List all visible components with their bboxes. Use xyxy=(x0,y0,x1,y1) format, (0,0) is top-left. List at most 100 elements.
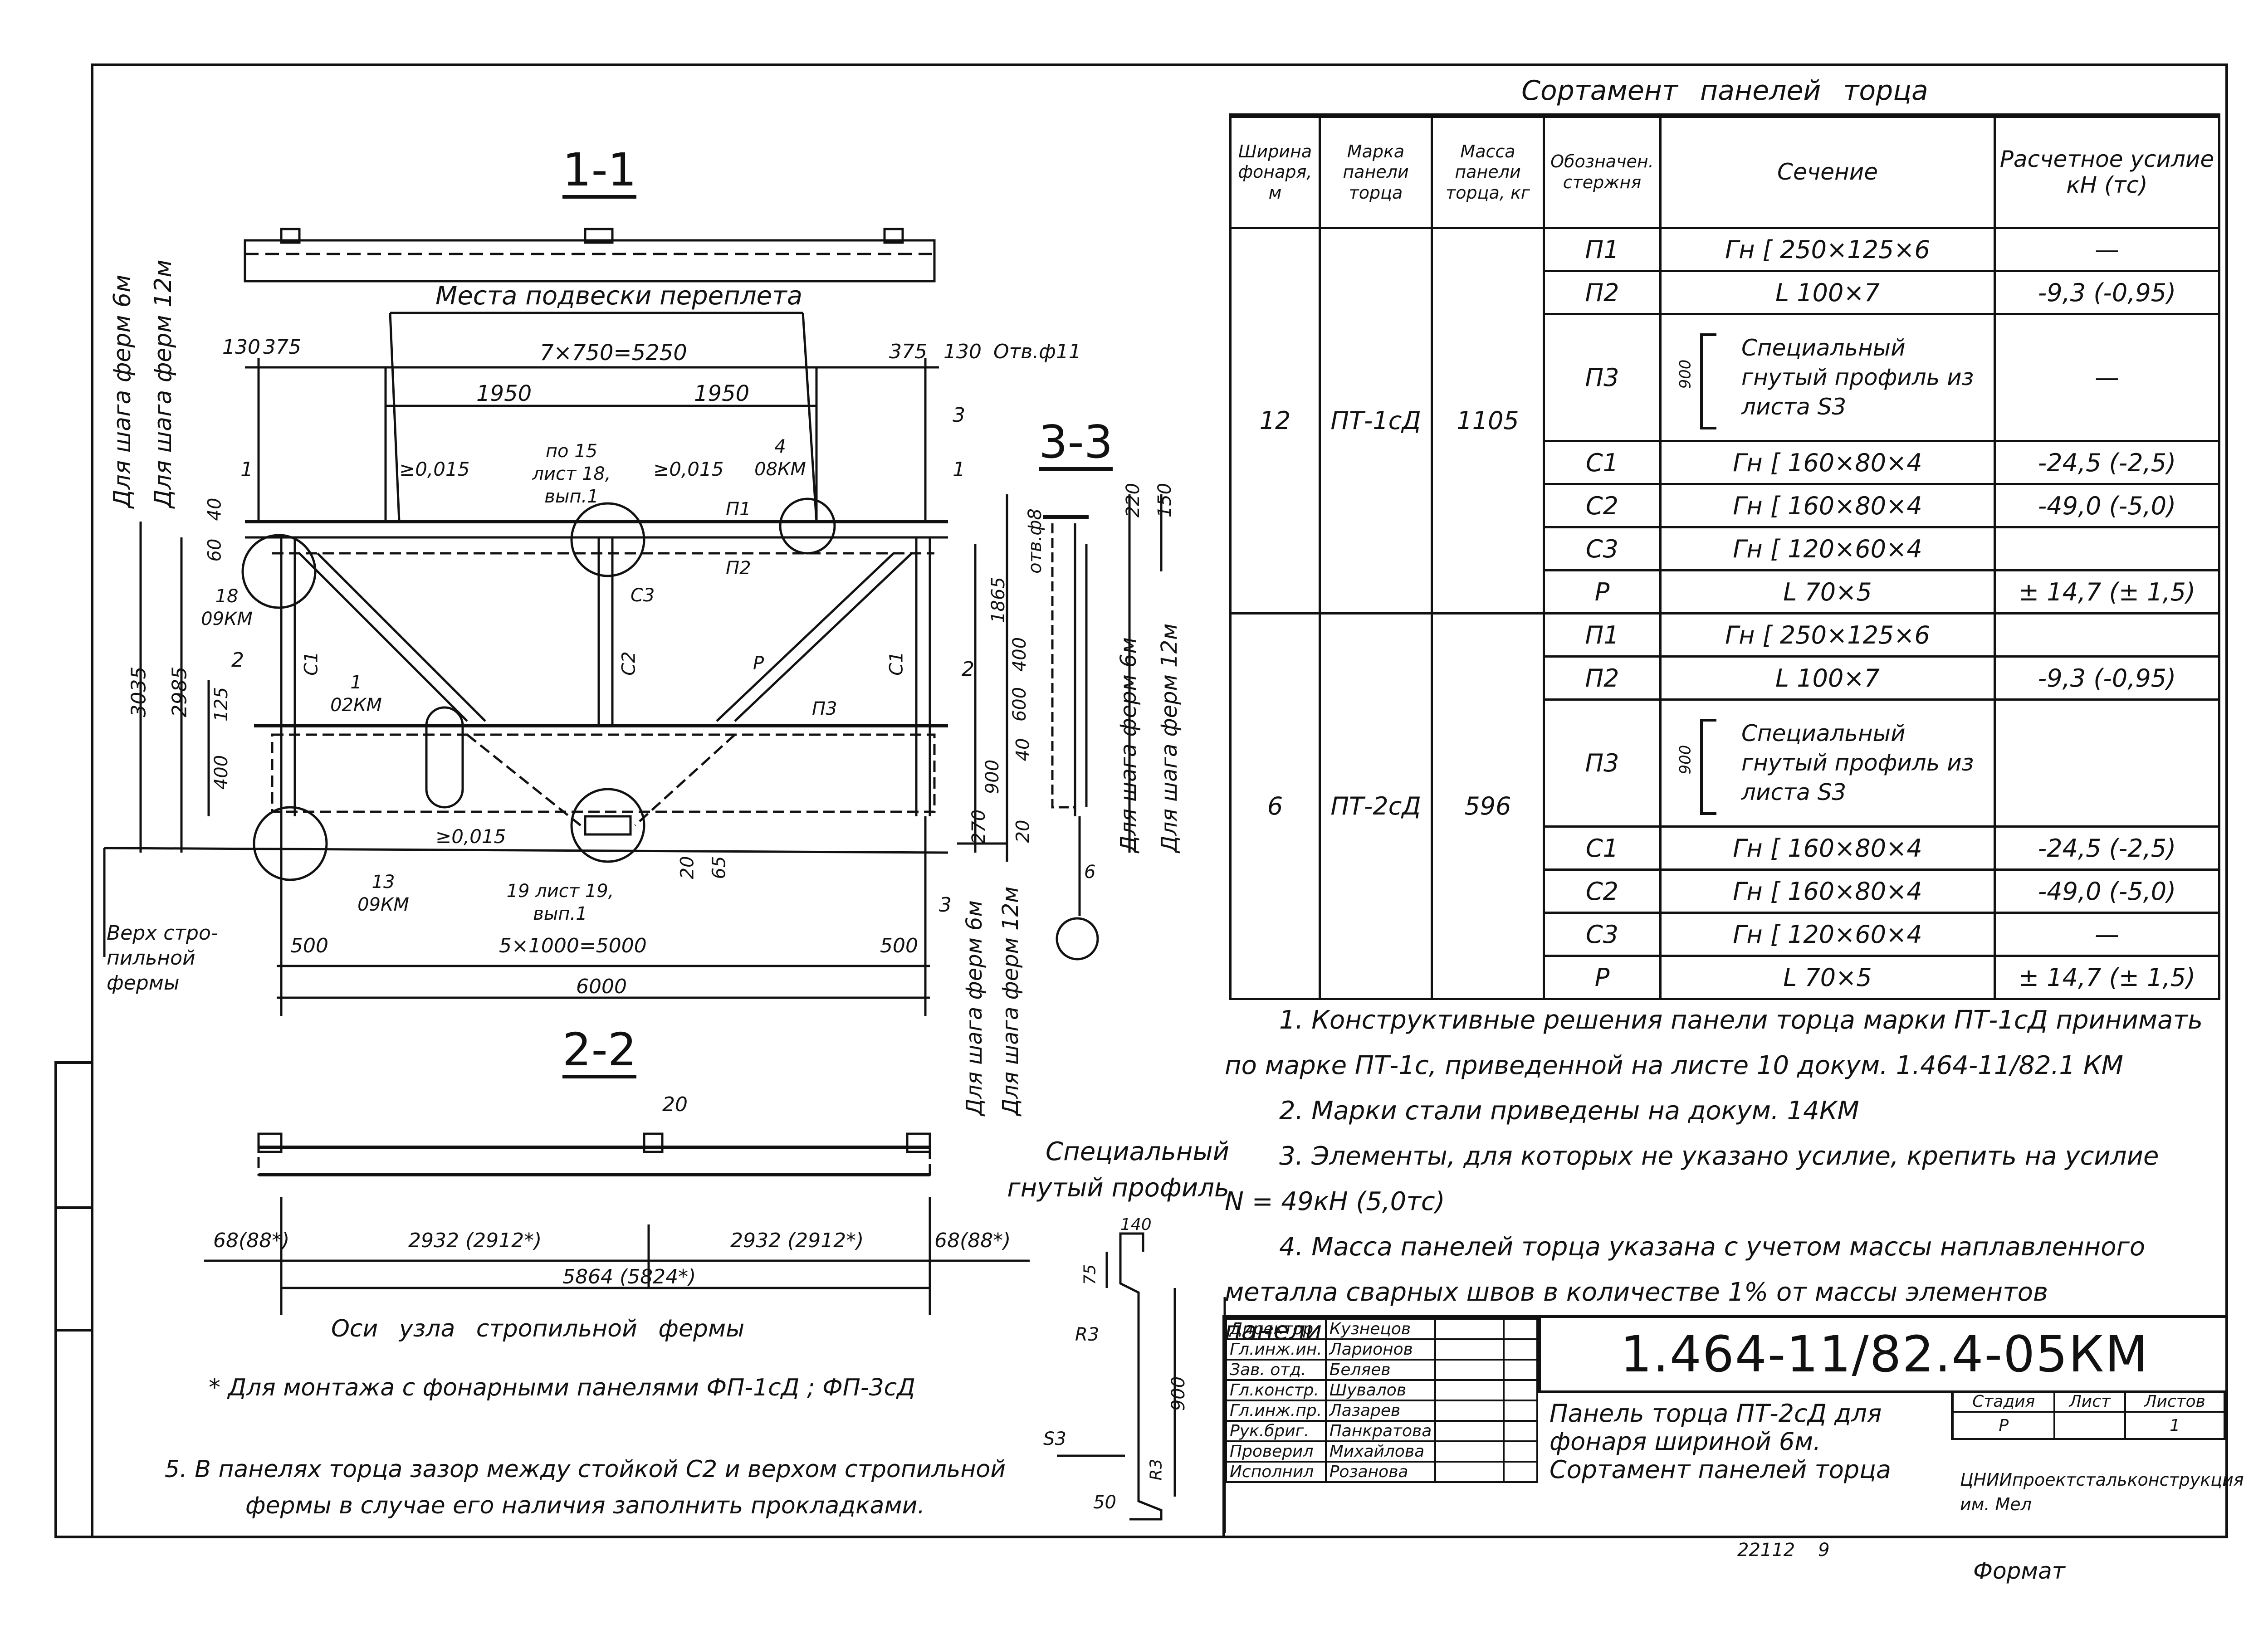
cell-mark: ПТ-1сД xyxy=(1319,227,1433,615)
stamp-role: Исполнил xyxy=(1225,1461,1327,1483)
dim-900: 900 xyxy=(982,759,1003,795)
dim-5864: 5864 (5824*) xyxy=(562,1265,696,1288)
stamp-signature xyxy=(1434,1461,1505,1483)
dim-40-right: 40 xyxy=(1012,738,1034,761)
dim-1950-left: 1950 xyxy=(476,381,532,406)
suspension-points-label: Места подвески переплета xyxy=(435,281,803,311)
stamp-role: Проверил xyxy=(1225,1440,1327,1463)
slope-3: ≥0,015 xyxy=(435,825,506,848)
header-mark: Марка панели торца xyxy=(1319,116,1433,229)
dim-20-b: 20 xyxy=(1012,819,1034,843)
mark-C1-right: С1 xyxy=(886,651,907,676)
mark-C3: С3 xyxy=(631,585,655,606)
dim-60: 60 xyxy=(204,538,225,562)
note-5: 5. В панелях торца зазор между стойкой С… xyxy=(164,1456,1006,1519)
dim-2985: 2985 xyxy=(168,666,191,717)
cut-mark-1-b: 1 xyxy=(953,458,965,481)
cell-section: Гн [ 160×80×4 xyxy=(1659,868,1996,914)
profile-dim-140: 140 xyxy=(1120,1215,1152,1234)
profile-dim-R3-top: R3 xyxy=(1075,1324,1100,1345)
note-line: по марке ПТ-1с, приведенной на листе 10 … xyxy=(1225,1051,2123,1080)
stamp-name: Лазарев xyxy=(1325,1400,1437,1422)
header-mass: Масса панели торца, кг xyxy=(1431,116,1545,229)
cell-id: П1 xyxy=(1543,227,1662,272)
cell-force xyxy=(1994,526,2220,571)
cell-id: Р xyxy=(1543,569,1662,615)
dim-20-2-2: 20 xyxy=(662,1093,688,1116)
dim-2932-left: 2932 (2912*) xyxy=(408,1229,542,1252)
section-title-1-1: 1-1 xyxy=(562,145,637,199)
header-section: Сечение xyxy=(1659,116,1996,229)
profile-dim-50: 50 xyxy=(1093,1492,1116,1513)
cut-mark-2-b: 2 xyxy=(962,658,974,681)
cell-force xyxy=(1994,612,2220,658)
cell-force: -9,3 (-0,95) xyxy=(1994,270,2220,315)
stamp-signature xyxy=(1434,1359,1505,1381)
table-row: С3 Гн [ 120×60×4 — xyxy=(1231,912,2220,957)
dim-7x750: 7×750=5250 xyxy=(540,340,687,366)
dim-40: 40 xyxy=(204,498,225,521)
table-row: 6 ПТ-2сД 596 П1 Гн [ 250×125×6 xyxy=(1229,612,2220,1000)
dim-1865: 1865 xyxy=(987,577,1009,623)
note-line: металла сварных швов в количестве 1% от … xyxy=(1225,1278,2048,1307)
truss-6-label-lower: Для шага ферм 6м xyxy=(962,900,987,1116)
note-line: 3. Элементы, для которых не указано усил… xyxy=(1279,1141,2159,1171)
dim-1950-right: 1950 xyxy=(694,381,750,406)
section-mark-6: 6 xyxy=(1084,862,1096,883)
table-row: П2 L 100×7 -9,3 (-0,95) xyxy=(1231,270,2220,315)
slope-2: ≥0,015 xyxy=(653,458,724,480)
slope-1: ≥0,015 xyxy=(399,458,470,480)
dim-6000: 6000 xyxy=(576,975,627,998)
stamp-signature xyxy=(1434,1318,1505,1340)
cell-section: L 70×5 xyxy=(1659,569,1996,615)
cell-id: С2 xyxy=(1543,483,1662,528)
dim-270: 270 xyxy=(968,809,990,844)
table-row: Р L 70×5 ± 14,7 (± 1,5) xyxy=(1231,569,2220,615)
stamp-row: Рук.бриг.Панкратова xyxy=(1225,1420,1538,1442)
truss-6-label-3-3: Для шага ферм 6м xyxy=(1116,637,1141,853)
cell-id: Р xyxy=(1543,955,1662,1000)
sortament-table: Ширина фонаря, м Марка панели торца Масс… xyxy=(1229,116,2220,1000)
mark-P1: П1 xyxy=(726,499,751,520)
stamp-stage-table: Стадия Лист Листов Р 1 xyxy=(1951,1390,2225,1440)
dim-65: 65 xyxy=(709,856,730,879)
cell-section: Гн [ 160×80×4 xyxy=(1659,483,1996,528)
table-row: П3 900 Специальный гнутый профиль из лис… xyxy=(1231,698,2220,828)
callout-19: 19 лист 19, вып.1 xyxy=(506,881,614,924)
stamp-role: Гл.инж.ин. xyxy=(1225,1338,1327,1361)
cell-mass: 596 xyxy=(1431,612,1545,1000)
note-line: 4. Масса панелей торца указана с учетом … xyxy=(1279,1232,2146,1262)
cell-section: Гн [ 120×60×4 xyxy=(1659,912,1996,957)
profile-dim-R3-bottom: R3 xyxy=(1147,1458,1166,1481)
cell-mark: ПТ-2сД xyxy=(1319,612,1433,1000)
stamp-name: Шувалов xyxy=(1325,1379,1437,1401)
cell-id: П1 xyxy=(1543,612,1662,658)
mark-C1-left: С1 xyxy=(301,651,322,676)
dim-500-left: 500 xyxy=(290,934,328,957)
cell-section: L 100×7 xyxy=(1659,655,1996,701)
stamp-role: Гл.констр. xyxy=(1225,1379,1327,1401)
profile-dim-label: 900 xyxy=(1676,745,1695,775)
sortament-title: Сортамент панелей торца xyxy=(1229,68,2220,116)
dim-5x1000: 5×1000=5000 xyxy=(499,934,647,957)
note-line: 1. Конструктивные решения панели торца м… xyxy=(1279,1005,2203,1035)
dim-375-left: 375 xyxy=(263,336,301,359)
sheets-label: Листов xyxy=(2124,1390,2225,1413)
mark-P3: П3 xyxy=(812,698,837,719)
cell-section-text: Специальный гнутый профиль из листа S3 xyxy=(1741,335,1974,420)
stamp-name: Панкратова xyxy=(1325,1420,1437,1442)
cell-id: С1 xyxy=(1543,825,1662,871)
profile-dim-label: 900 xyxy=(1676,359,1695,389)
dim-hole-8: отв.ф8 xyxy=(1024,508,1046,574)
callout-1: 1 02КМ xyxy=(330,672,382,716)
dim-20-a: 20 xyxy=(677,856,698,879)
cell-mass: 1105 xyxy=(1431,227,1545,615)
stamp-row: Гл.инж.ин.Ларионов xyxy=(1225,1338,1538,1361)
cell-id: С1 xyxy=(1543,440,1662,485)
dim-150: 150 xyxy=(1154,483,1176,518)
truss-12-label-left: Для шага ферм 12м xyxy=(150,259,177,508)
